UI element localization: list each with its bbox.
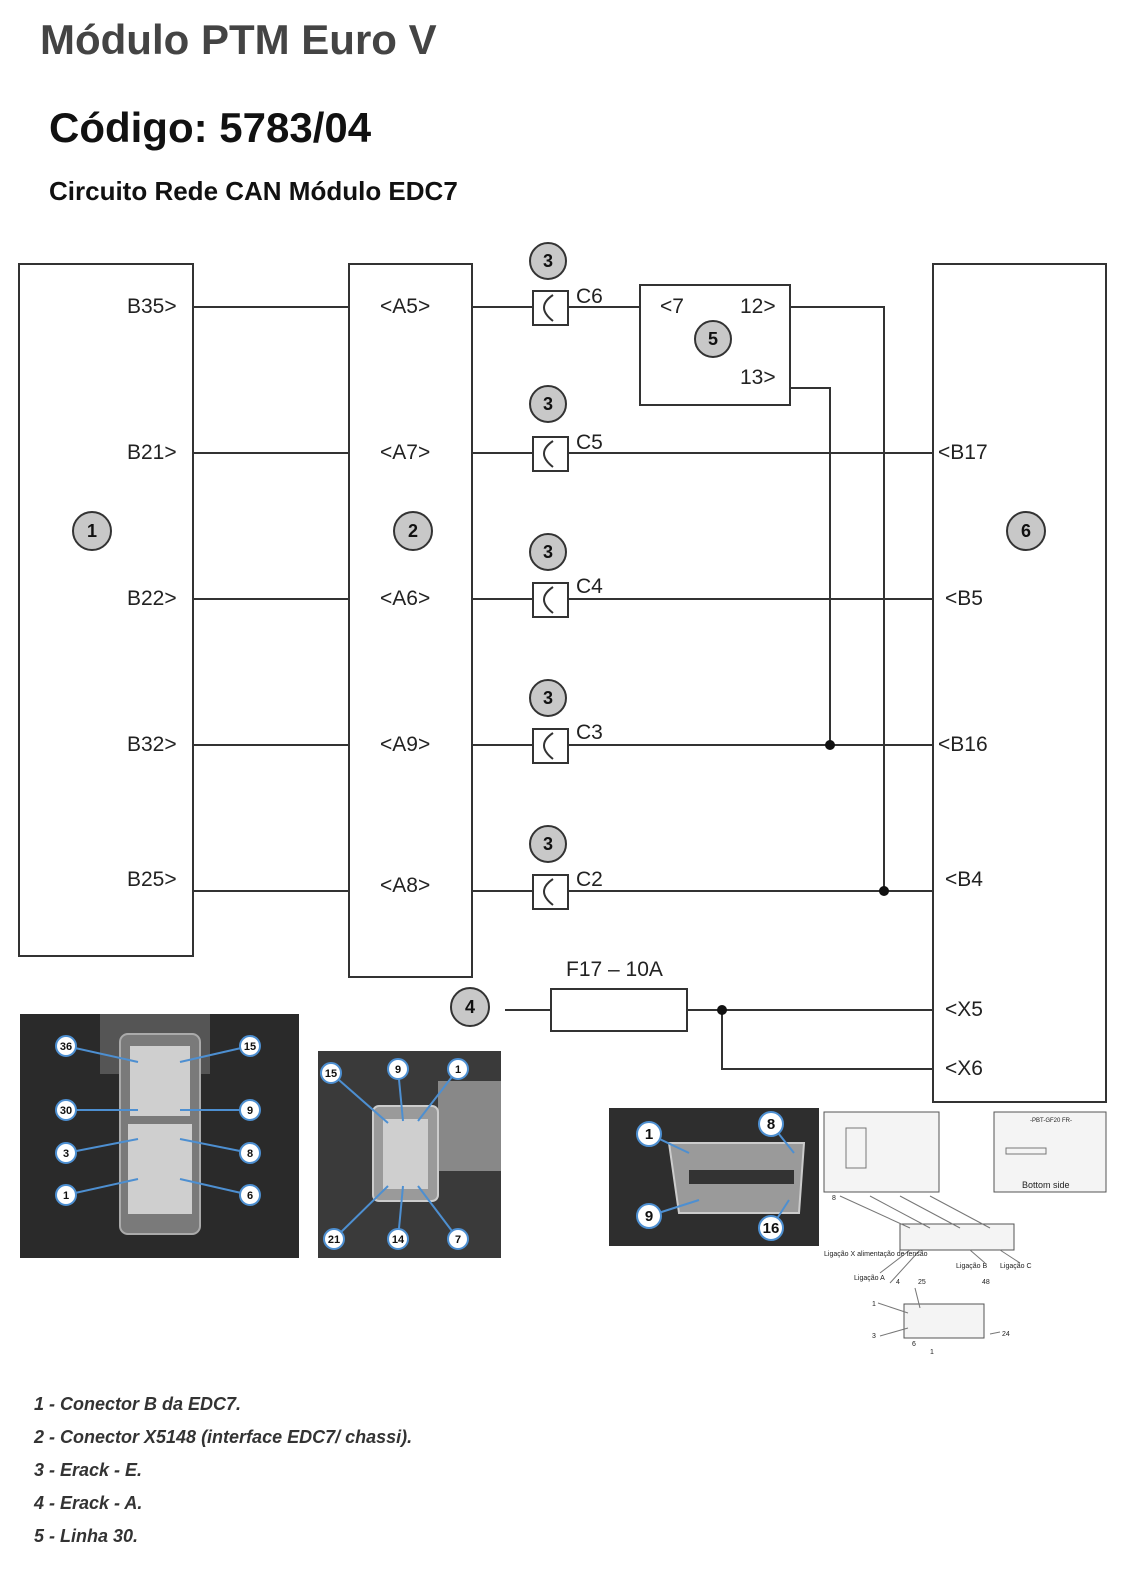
component-number-2: 2 <box>408 521 418 541</box>
pin-b22: B22> <box>127 587 177 610</box>
drawing-label-ligacao-x: Ligação X alimentação de tensão <box>824 1251 928 1258</box>
fuse-label: F17 – 10A <box>566 958 663 981</box>
pin-x6: <X6 <box>945 1057 983 1080</box>
callout-9: 9 <box>395 1064 401 1076</box>
wiring-diagram: 1 2 6 5 3 3 3 3 3 4 B35> B21> B22> B32> … <box>18 242 1107 1103</box>
connector-photo-2: 15 9 1 21 14 7 <box>318 1051 501 1258</box>
pin-b4: <B4 <box>945 868 983 891</box>
drawing-number-6: 6 <box>912 1341 916 1348</box>
connector-photo-1: 36 15 30 9 3 8 1 6 <box>20 1014 299 1258</box>
drawing-number-24: 24 <box>1002 1331 1010 1338</box>
module-technical-drawing: Ligação X alimentação de tensão Ligação … <box>823 1111 1107 1356</box>
pin-a7: <A7> <box>380 441 430 464</box>
legend-item-3: 3 - Erack - E. <box>34 1460 143 1480</box>
callout-14: 14 <box>392 1234 405 1246</box>
pin-b21: B21> <box>127 441 177 464</box>
callout-36: 36 <box>60 1041 72 1053</box>
callout-9: 9 <box>247 1105 253 1117</box>
module5-pin-12: 12> <box>740 295 776 318</box>
pin-a5: <A5> <box>380 295 430 318</box>
callout-21: 21 <box>328 1234 340 1246</box>
erack-label-c6: C6 <box>576 285 603 308</box>
drawing-number-48: 48 <box>982 1279 990 1286</box>
drawing-label-material: -PBT-GF20 FR- <box>1030 1118 1072 1124</box>
module5-pin-7: <7 <box>660 295 684 318</box>
legend: 1 - Conector B da EDC7. 2 - Conector X51… <box>34 1390 412 1555</box>
document-code: Código: 5783/04 <box>49 104 372 151</box>
drawing-label-ligacao-c: Ligação C <box>1000 1263 1032 1270</box>
callout-15: 15 <box>325 1068 337 1080</box>
legend-item-4: 4 - Erack - A. <box>34 1493 143 1513</box>
component-number-4: 4 <box>465 997 475 1017</box>
drawing-number-8: 8 <box>832 1195 836 1202</box>
connector-1-box <box>18 263 194 957</box>
pin-a8: <A8> <box>380 874 430 897</box>
erack-number-c6: 3 <box>543 251 553 271</box>
pin-b32: B32> <box>127 733 177 756</box>
module-5-box <box>639 284 791 406</box>
callout-7: 7 <box>455 1234 461 1246</box>
drawing-label-ligacao-b: Ligação B <box>956 1263 987 1270</box>
callout-8: 8 <box>247 1148 253 1160</box>
callout-9: 9 <box>645 1208 653 1225</box>
erack-number-c2: 3 <box>543 834 553 854</box>
drawing-number-1b: 1 <box>930 1349 934 1356</box>
callout-1: 1 <box>645 1126 653 1143</box>
erack-label-c4: C4 <box>576 575 603 598</box>
drawing-number-4: 4 <box>896 1279 900 1286</box>
callout-1: 1 <box>63 1190 69 1202</box>
erack-number-c3: 3 <box>543 688 553 708</box>
circuit-subtitle: Circuito Rede CAN Módulo EDC7 <box>49 176 458 206</box>
callout-1: 1 <box>455 1064 461 1076</box>
pin-b17: <B17 <box>938 441 988 464</box>
pin-b5: <B5 <box>945 587 983 610</box>
erack-number-c4: 3 <box>543 542 553 562</box>
module5-pin-13: 13> <box>740 366 776 389</box>
erack-label-c2: C2 <box>576 868 603 891</box>
legend-item-2: 2 - Conector X5148 (interface EDC7/ chas… <box>34 1427 413 1447</box>
pin-a6: <A6> <box>380 587 430 610</box>
callout-30: 30 <box>60 1105 72 1117</box>
callout-15: 15 <box>244 1041 256 1053</box>
callout-8: 8 <box>767 1116 775 1133</box>
callout-3: 3 <box>63 1148 69 1160</box>
callout-6: 6 <box>247 1190 253 1202</box>
pin-a9: <A9> <box>380 733 430 756</box>
legend-item-5: 5 - Linha 30. <box>34 1526 139 1546</box>
erack-number-c5: 3 <box>543 394 553 414</box>
pin-b25: B25> <box>127 868 177 891</box>
pin-x5: <X5 <box>945 998 983 1021</box>
page-title: Módulo PTM Euro V <box>40 16 437 63</box>
module-6-box <box>932 263 1107 1103</box>
drawing-label-bottom-side: Bottom side <box>1022 1180 1070 1190</box>
legend-item-1: 1 - Conector B da EDC7. <box>34 1394 242 1414</box>
fuse-body <box>550 988 688 1032</box>
connector-2-box <box>348 263 473 978</box>
pin-b35: B35> <box>127 295 177 318</box>
connector-photo-3: 1 8 9 16 <box>609 1108 819 1246</box>
erack-label-c5: C5 <box>576 431 603 454</box>
callout-16: 16 <box>763 1220 780 1237</box>
pin-b16: <B16 <box>938 733 988 756</box>
drawing-number-3: 3 <box>872 1333 876 1340</box>
drawing-number-1: 1 <box>872 1301 876 1308</box>
component-number-6: 6 <box>1021 521 1031 541</box>
drawing-number-25: 25 <box>918 1279 926 1286</box>
component-number-5: 5 <box>708 329 718 349</box>
erack-label-c3: C3 <box>576 721 603 744</box>
drawing-label-ligacao-a: Ligação A <box>854 1275 885 1282</box>
component-number-1: 1 <box>87 521 97 541</box>
